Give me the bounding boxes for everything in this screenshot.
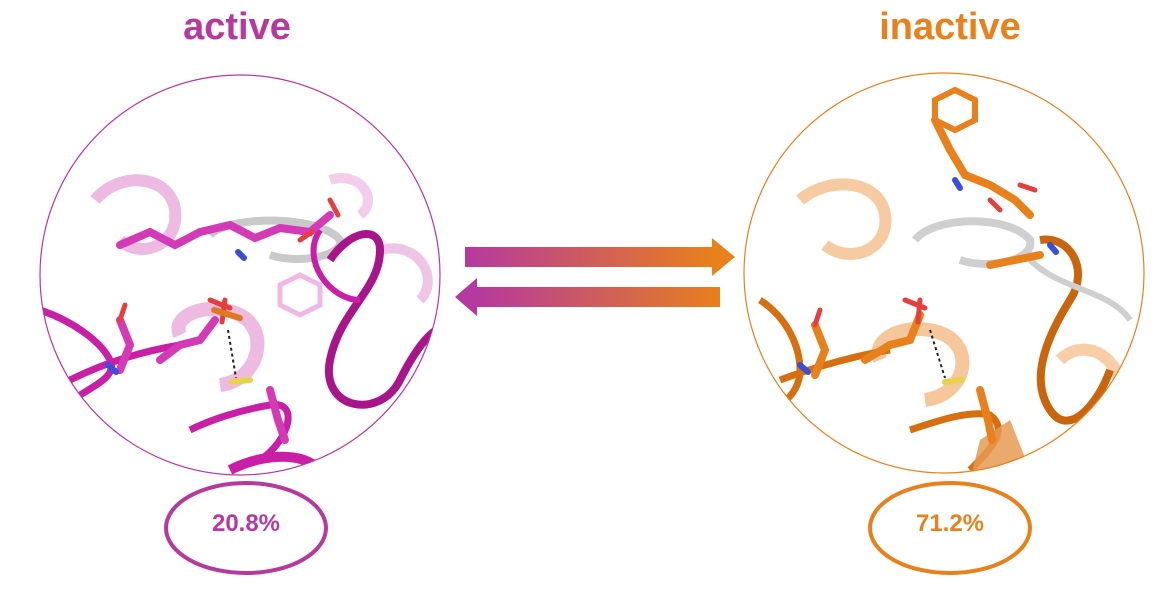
equilibrium-arrows bbox=[455, 238, 735, 316]
inactive-circle-border bbox=[743, 72, 1145, 474]
active-circle-border bbox=[39, 74, 441, 476]
active-percentage-ellipse bbox=[164, 481, 328, 575]
inactive-state-title: inactive bbox=[879, 6, 1021, 48]
inactive-percentage: 71.2% bbox=[915, 510, 985, 537]
active-percentage: 20.8% bbox=[211, 510, 281, 537]
forward-arrow bbox=[465, 238, 735, 276]
inactive-structure-view bbox=[743, 72, 1145, 474]
reverse-arrow bbox=[455, 278, 720, 316]
active-state-title: active bbox=[183, 6, 291, 48]
inactive-percentage-ellipse bbox=[868, 481, 1032, 575]
active-structure-view bbox=[39, 74, 441, 476]
